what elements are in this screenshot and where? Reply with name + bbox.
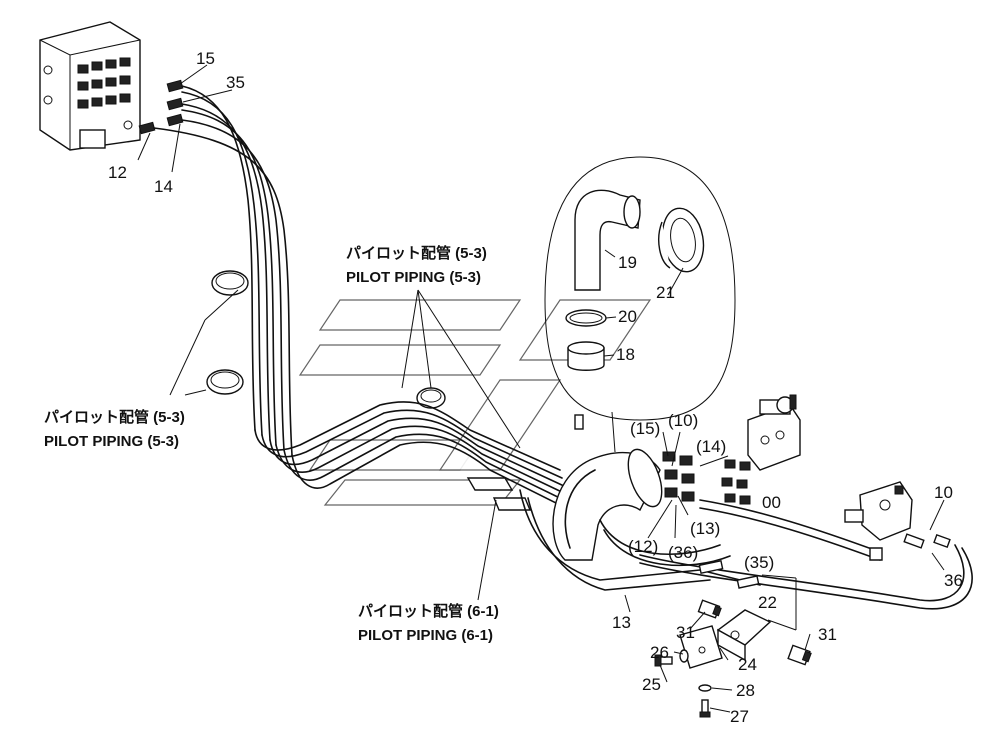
washer-28 — [698, 684, 712, 692]
callout-10: 10 — [934, 483, 953, 502]
swivel-fittings — [662, 451, 751, 505]
brackets — [466, 414, 584, 511]
label-pilot-piping-top-jp: パイロット配管 (5-3) — [346, 244, 487, 262]
hose-bundle-upper — [153, 85, 293, 456]
callout-28: 28 — [736, 681, 755, 700]
callout-22: 22 — [758, 593, 777, 612]
grommet-part-21 — [658, 207, 705, 273]
label-pilot-piping-left-en: PILOT PIPING (5-3) — [44, 433, 179, 450]
callout-00: 00 — [762, 493, 781, 512]
callout-31b: 31 — [818, 625, 837, 644]
callout-35: 35 — [226, 73, 245, 92]
callout-14-ref: (14) — [696, 437, 726, 456]
callout-10-ref: (10) — [668, 411, 698, 430]
relay-block-24 — [716, 609, 772, 662]
screw-25 — [654, 654, 673, 667]
callout-12: 12 — [108, 163, 127, 182]
callout-36: 36 — [944, 571, 963, 590]
callout-21: 21 — [656, 283, 675, 302]
hose-lower-loop — [519, 489, 973, 610]
callout-19: 19 — [618, 253, 637, 272]
pump-unit — [844, 481, 913, 561]
label-pilot-piping-bottom-jp: パイロット配管 (6-1) — [358, 602, 499, 620]
center-swivel-elbow — [552, 448, 663, 561]
callout-12-ref: (12) — [628, 537, 658, 556]
label-pilot-piping-top-en: PILOT PIPING (5-3) — [346, 269, 481, 286]
pilot-valve — [747, 394, 801, 471]
callout-27: 27 — [730, 707, 749, 726]
clamp-ring-part-20 — [565, 309, 607, 327]
callout-15-ref: (15) — [630, 419, 660, 438]
hose-fittings-lower — [698, 533, 951, 589]
fitting-31b — [787, 644, 812, 666]
watermark-logo — [298, 299, 652, 506]
callout-18: 18 — [616, 345, 635, 364]
callout-20: 20 — [618, 307, 637, 326]
callout-26: 26 — [650, 643, 669, 662]
callout-35-ref: (35) — [744, 553, 774, 572]
callout-36-ref: (36) — [668, 543, 698, 562]
sleeve-part-18 — [567, 341, 605, 371]
callout-25: 25 — [642, 675, 661, 694]
label-pilot-piping-left-jp: パイロット配管 (5-3) — [44, 408, 185, 426]
leader-lines — [137, 64, 945, 713]
callout-13-ref: (13) — [690, 519, 720, 538]
hose-bundle-horizontal — [254, 401, 571, 511]
bolt-27 — [699, 699, 711, 718]
callout-24: 24 — [738, 655, 757, 674]
valve-fittings — [138, 79, 184, 135]
control-valve — [39, 21, 141, 151]
label-pilot-piping-bottom-en: PILOT PIPING (6-1) — [358, 627, 493, 644]
elbow-part-19 — [574, 189, 641, 291]
callout-14: 14 — [154, 177, 173, 196]
callout-31a: 31 — [676, 623, 695, 642]
detail-inset — [544, 156, 736, 453]
callout-13: 13 — [612, 613, 631, 632]
washer-26 — [679, 649, 689, 663]
callout-15: 15 — [196, 49, 215, 68]
hose-clamps — [206, 270, 446, 409]
